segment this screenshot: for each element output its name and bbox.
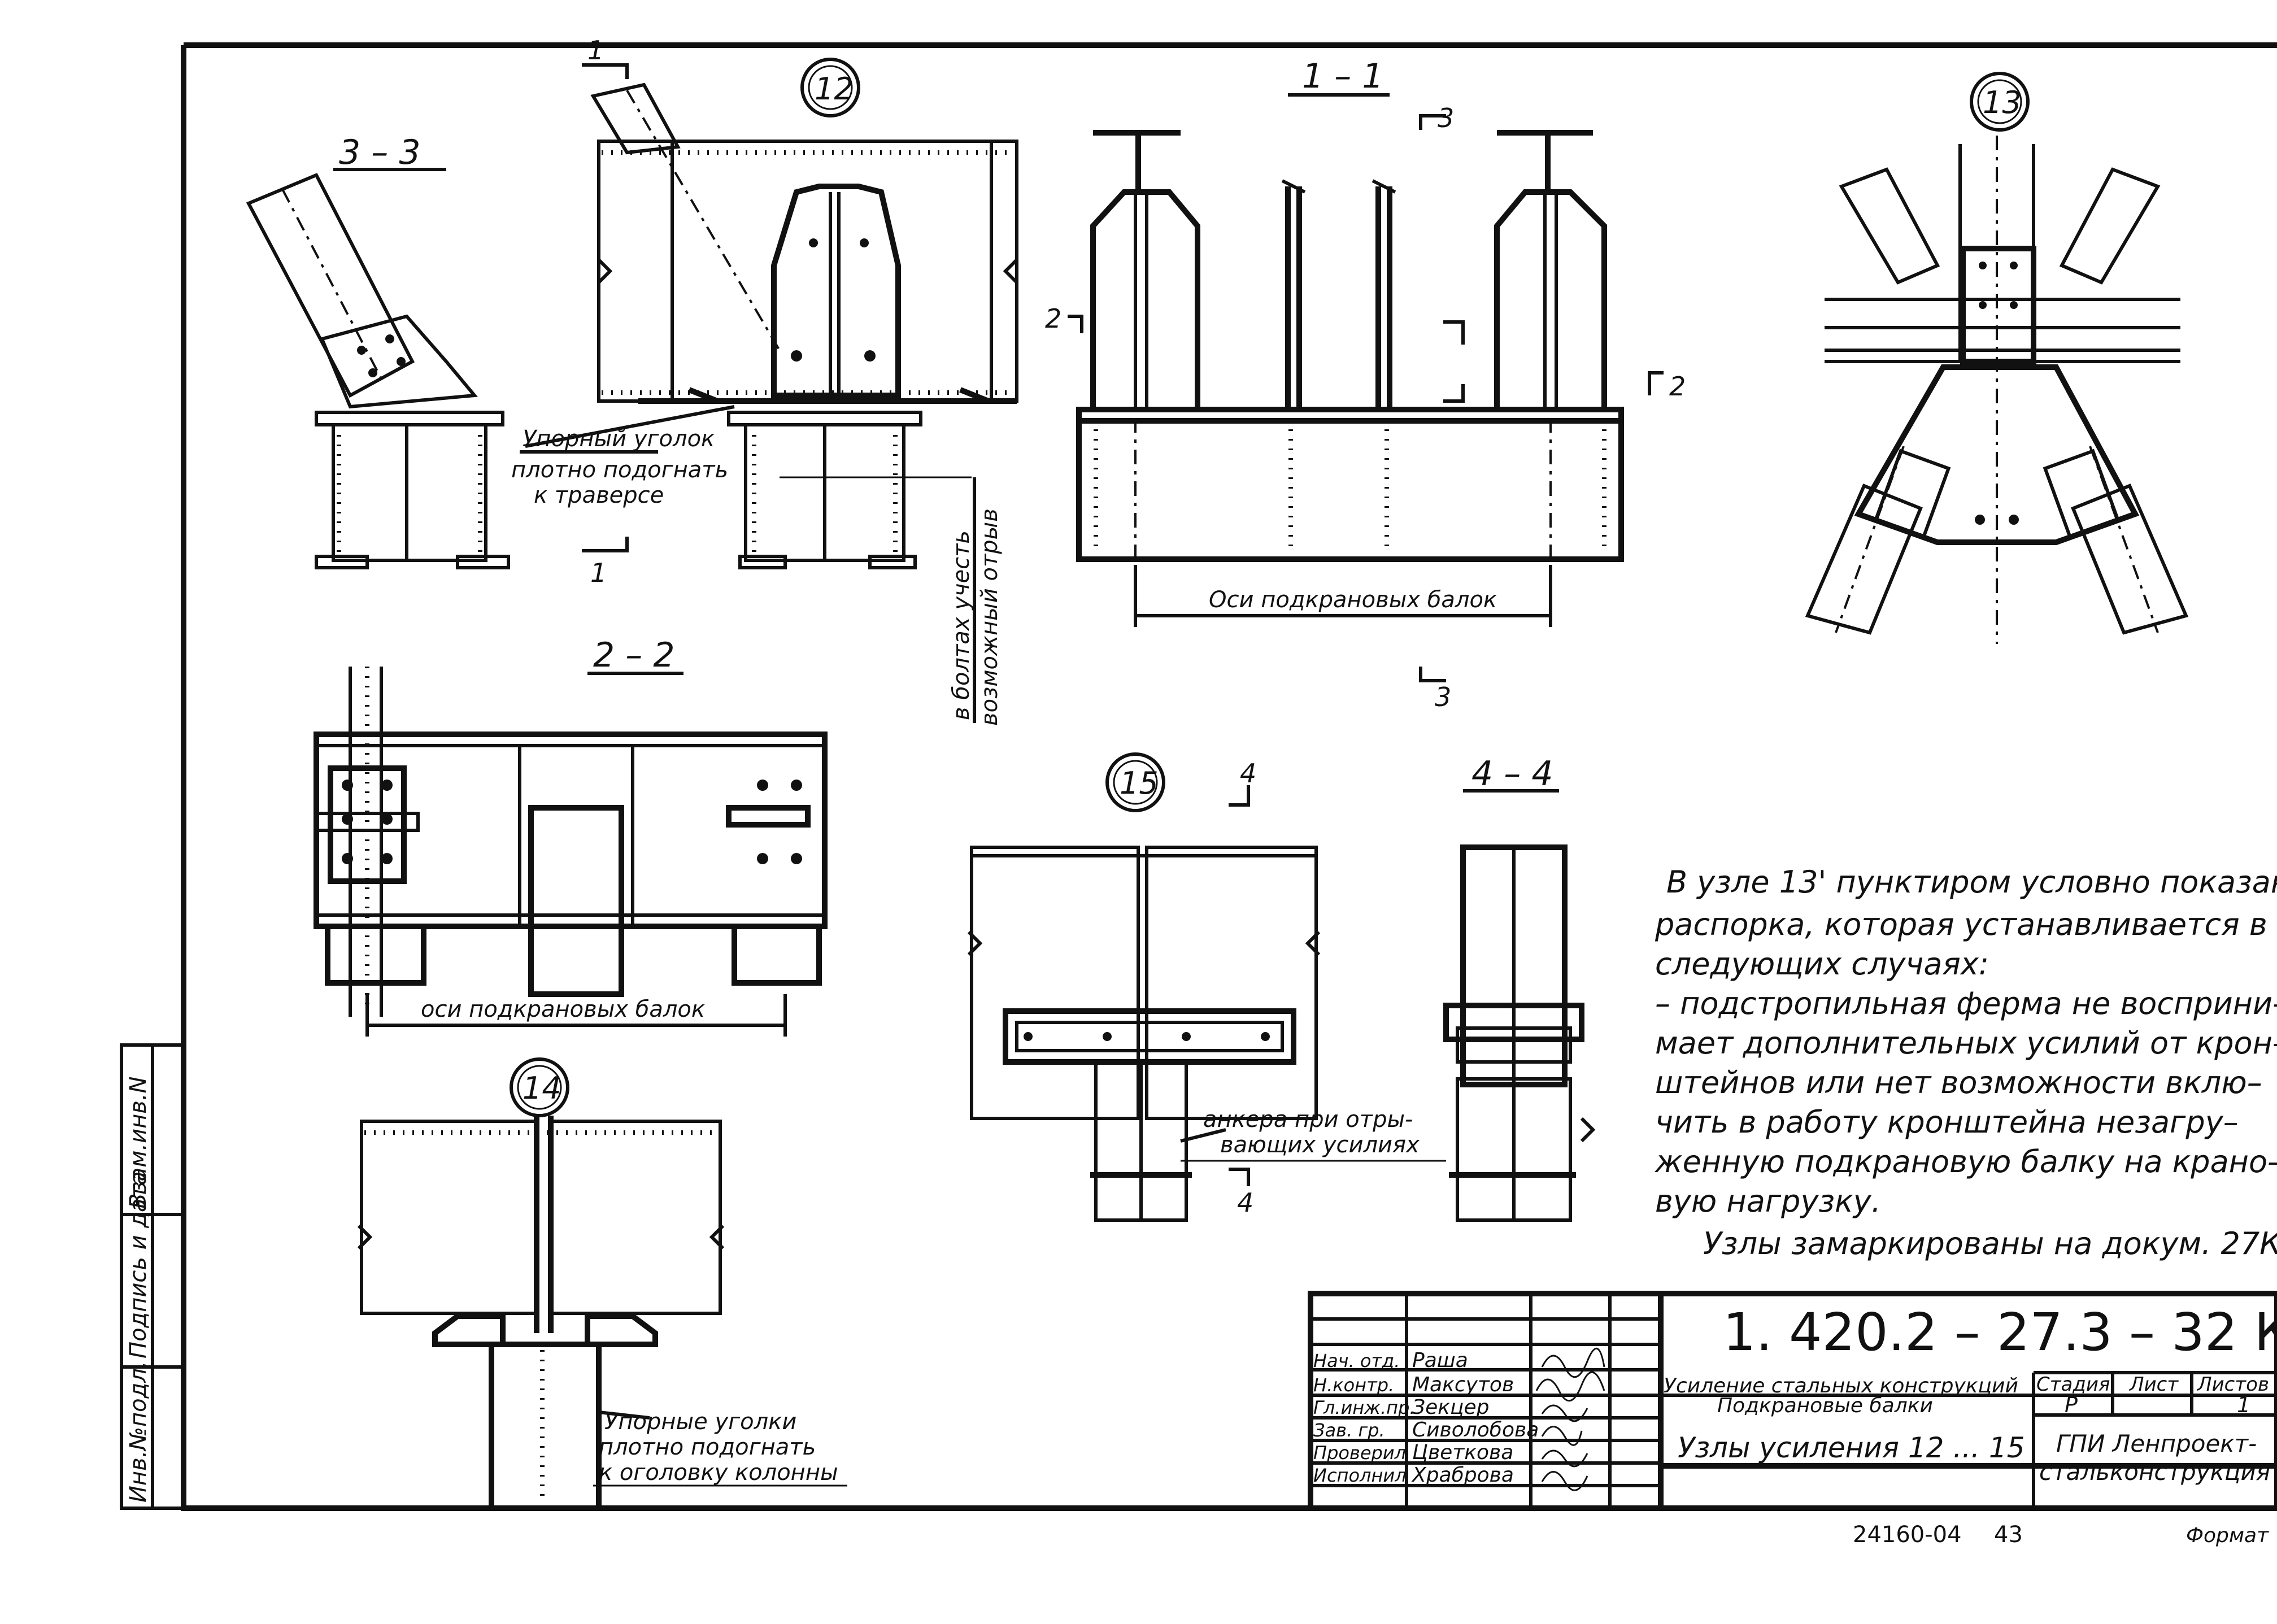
bolts-note-text-1: в болтах учесть xyxy=(948,530,974,720)
sheet-title: Узлы усиления 12 ... 15 xyxy=(1678,1431,2025,1464)
node-14: 14 xyxy=(357,1057,725,1511)
stop-angle-text: Упорный уголок xyxy=(523,426,715,452)
organization-1: ГПИ Ленпроект- xyxy=(2056,1430,2257,1457)
crane-axes-label-11: Оси подкрановых балок xyxy=(1209,587,1497,613)
section-4-4: 4 – 4 xyxy=(1443,754,1596,1222)
cut-4-top: 4 xyxy=(1240,758,1256,789)
sheets-header: Листов xyxy=(2196,1373,2269,1396)
sheet-footer: 24160-04 43 Формат xyxy=(1853,1522,2269,1548)
gusset-bolts xyxy=(791,238,876,362)
name-1: Раша xyxy=(1412,1349,1468,1372)
role-5: Проверил xyxy=(1313,1442,1406,1464)
project-line-1: Усиление стальных конструкций xyxy=(1664,1374,2018,1397)
stop-angles-text-2: плотно подогнать xyxy=(599,1434,816,1460)
note-line-5: мает дополнительных усилий от крон– xyxy=(1655,1025,2277,1061)
name-4: Сиволобова xyxy=(1412,1418,1539,1442)
cut-2-left: 2 xyxy=(1045,303,1061,334)
stop-angles-note: Упорные уголки плотно подогнать к оголов… xyxy=(593,1409,847,1487)
section-3-3-title: 3 – 3 xyxy=(339,133,421,172)
section-2-2-title: 2 – 2 xyxy=(593,635,675,675)
sheet-header: Лист xyxy=(2128,1373,2179,1396)
cut-4-bottom: 4 xyxy=(1237,1187,1253,1218)
name-6: Храброва xyxy=(1411,1464,1514,1487)
note-footer: Узлы замаркированы на докум. 27КМ. xyxy=(1703,1226,2277,1261)
node-13: 13 xyxy=(1805,72,2189,644)
cut-1-bottom: 1 xyxy=(590,558,607,588)
name-2: Максутов xyxy=(1412,1373,1514,1396)
archive-number: 24160-04 xyxy=(1853,1522,1962,1548)
fit-traverse-text-2: к траверсе xyxy=(534,482,664,508)
signatures xyxy=(1535,1348,1605,1491)
cut-2-right: 2 xyxy=(1669,371,1686,402)
sign-date-label: Подпись и дата xyxy=(125,1172,151,1359)
note-line-9: вую нагрузку. xyxy=(1655,1183,1881,1219)
stop-angles-text-1: Упорные уголки xyxy=(604,1409,796,1435)
anchors-text-1: анкера при отры- xyxy=(1203,1107,1413,1133)
node-12-number: 12 xyxy=(815,71,854,107)
stage-header: Стадия xyxy=(2036,1373,2110,1396)
role-2: Н.контр. xyxy=(1313,1374,1394,1396)
title-block: 1. 420.2 – 27.3 – 32 КМ Усиление стальны… xyxy=(1308,1291,2277,1511)
note-line-1: В узле 13' пунктиром условно показана xyxy=(1666,864,2277,900)
crane-axes-label-22: оси подкрановых балок xyxy=(421,996,705,1022)
doc-number: 1. 420.2 – 27.3 – 32 КМ xyxy=(1723,1302,2277,1362)
bolt-group xyxy=(357,334,406,377)
note-line-7: чить в работу кронштейна незагру– xyxy=(1655,1104,2239,1140)
note-line-8: женную подкрановую балку на крано– xyxy=(1654,1144,2277,1179)
stop-angle-note: Упорный уголок плотно подогнать к травер… xyxy=(511,426,728,508)
role-1: Нач. отд. xyxy=(1313,1350,1400,1372)
bolts-note: в болтах учесть возможный отрыв xyxy=(948,477,1003,726)
node-14-number: 14 xyxy=(523,1070,561,1106)
page-number: 43 xyxy=(1994,1522,2023,1548)
note-line-6: штейнов или нет возможности вклю– xyxy=(1655,1065,2262,1100)
note-line-3: следующих случаях: xyxy=(1655,946,1989,982)
section-3-3: 3 – 3 xyxy=(246,133,510,569)
beam-rivets xyxy=(1094,429,1606,554)
node-15: 15 4 4 xyxy=(967,752,1321,1222)
role-3: Гл.инж.пр. xyxy=(1313,1397,1416,1418)
section-1-1: 1 – 1 3 3 2 2 xyxy=(1045,56,1686,712)
project-line-2: Подкрановые балки xyxy=(1717,1394,1933,1417)
roles-table: Нач. отд. Раша Н.контр. Максутов Гл.инж.… xyxy=(1313,1349,1539,1487)
section-1-1-title: 1 – 1 xyxy=(1302,56,1384,96)
cut-3-top: 3 xyxy=(1438,103,1454,133)
organization-2: стальконструкция xyxy=(2039,1458,2270,1486)
side-stamp: Инв.№подл. Подпись и дата Взам.инв.N xyxy=(125,1077,151,1503)
stop-angles-text-3: к оголовку колонны xyxy=(599,1460,838,1486)
note-line-4: – подстропильная ферма не восприни– xyxy=(1655,986,2277,1021)
name-3: Зекцер xyxy=(1412,1396,1489,1419)
note-block: В узле 13' пунктиром условно показана ра… xyxy=(1654,864,2277,1261)
fit-traverse-text-1: плотно подогнать xyxy=(511,457,728,483)
cut-1-top: 1 xyxy=(587,35,604,66)
cut-3-bottom: 3 xyxy=(1435,682,1451,712)
inv-orig-label: Инв.№подл. xyxy=(125,1361,151,1503)
inv-repl-label: Взам.инв.N xyxy=(125,1077,151,1209)
note-line-2: распорка, которая устанавливается в xyxy=(1655,907,2267,942)
section-2-2: 2 – 2 оси подкрановых балок xyxy=(314,635,828,1037)
node-13-number: 13 xyxy=(1983,85,2022,120)
anchors-text-2: вающих усилиях xyxy=(1220,1132,1420,1158)
node-15-number: 15 xyxy=(1120,765,1159,801)
bolts-note-text-2: возможный отрыв xyxy=(977,508,1003,726)
node-12: 12 1 1 xyxy=(525,35,1018,588)
name-5: Цветкова xyxy=(1412,1441,1513,1464)
stage-value: Р xyxy=(2065,1392,2078,1417)
anchors-note: анкера при отры- вающих усилиях xyxy=(1181,1107,1446,1162)
role-6: Исполнил xyxy=(1313,1465,1407,1486)
section-4-4-title: 4 – 4 xyxy=(1471,754,1553,794)
format-label: Формат xyxy=(2186,1524,2269,1547)
sheets-value: 1 xyxy=(2237,1392,2250,1417)
role-4: Зав. гр. xyxy=(1313,1420,1385,1441)
